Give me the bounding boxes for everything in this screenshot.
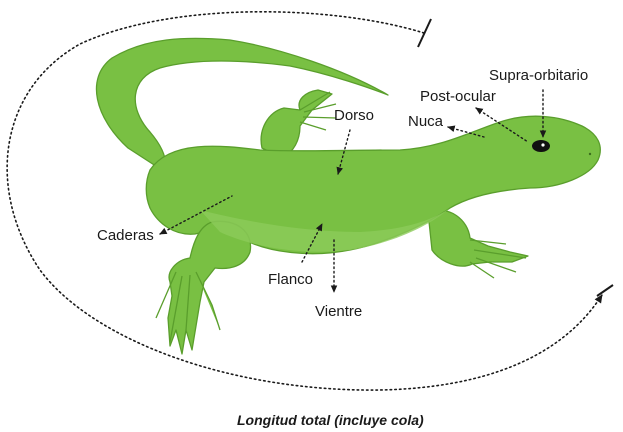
- eye-highlight: [541, 143, 544, 146]
- label-post-ocular: Post-ocular: [420, 88, 496, 105]
- ring-start-tick: [418, 19, 431, 47]
- back-left-leg: [261, 90, 332, 158]
- label-flanco: Flanco: [268, 271, 313, 288]
- front-right-leg: [428, 210, 528, 266]
- nostril: [589, 153, 591, 155]
- label-caderas: Caderas: [97, 227, 154, 244]
- label-supra-orbitario: Supra-orbitario: [489, 67, 588, 84]
- label-vientre: Vientre: [315, 303, 362, 320]
- caption-total-length: Longitud total (incluye cola): [237, 412, 424, 428]
- eye: [532, 140, 550, 152]
- ring-end-tick: [597, 285, 613, 296]
- label-nuca: Nuca: [408, 113, 444, 130]
- label-dorso: Dorso: [334, 107, 374, 124]
